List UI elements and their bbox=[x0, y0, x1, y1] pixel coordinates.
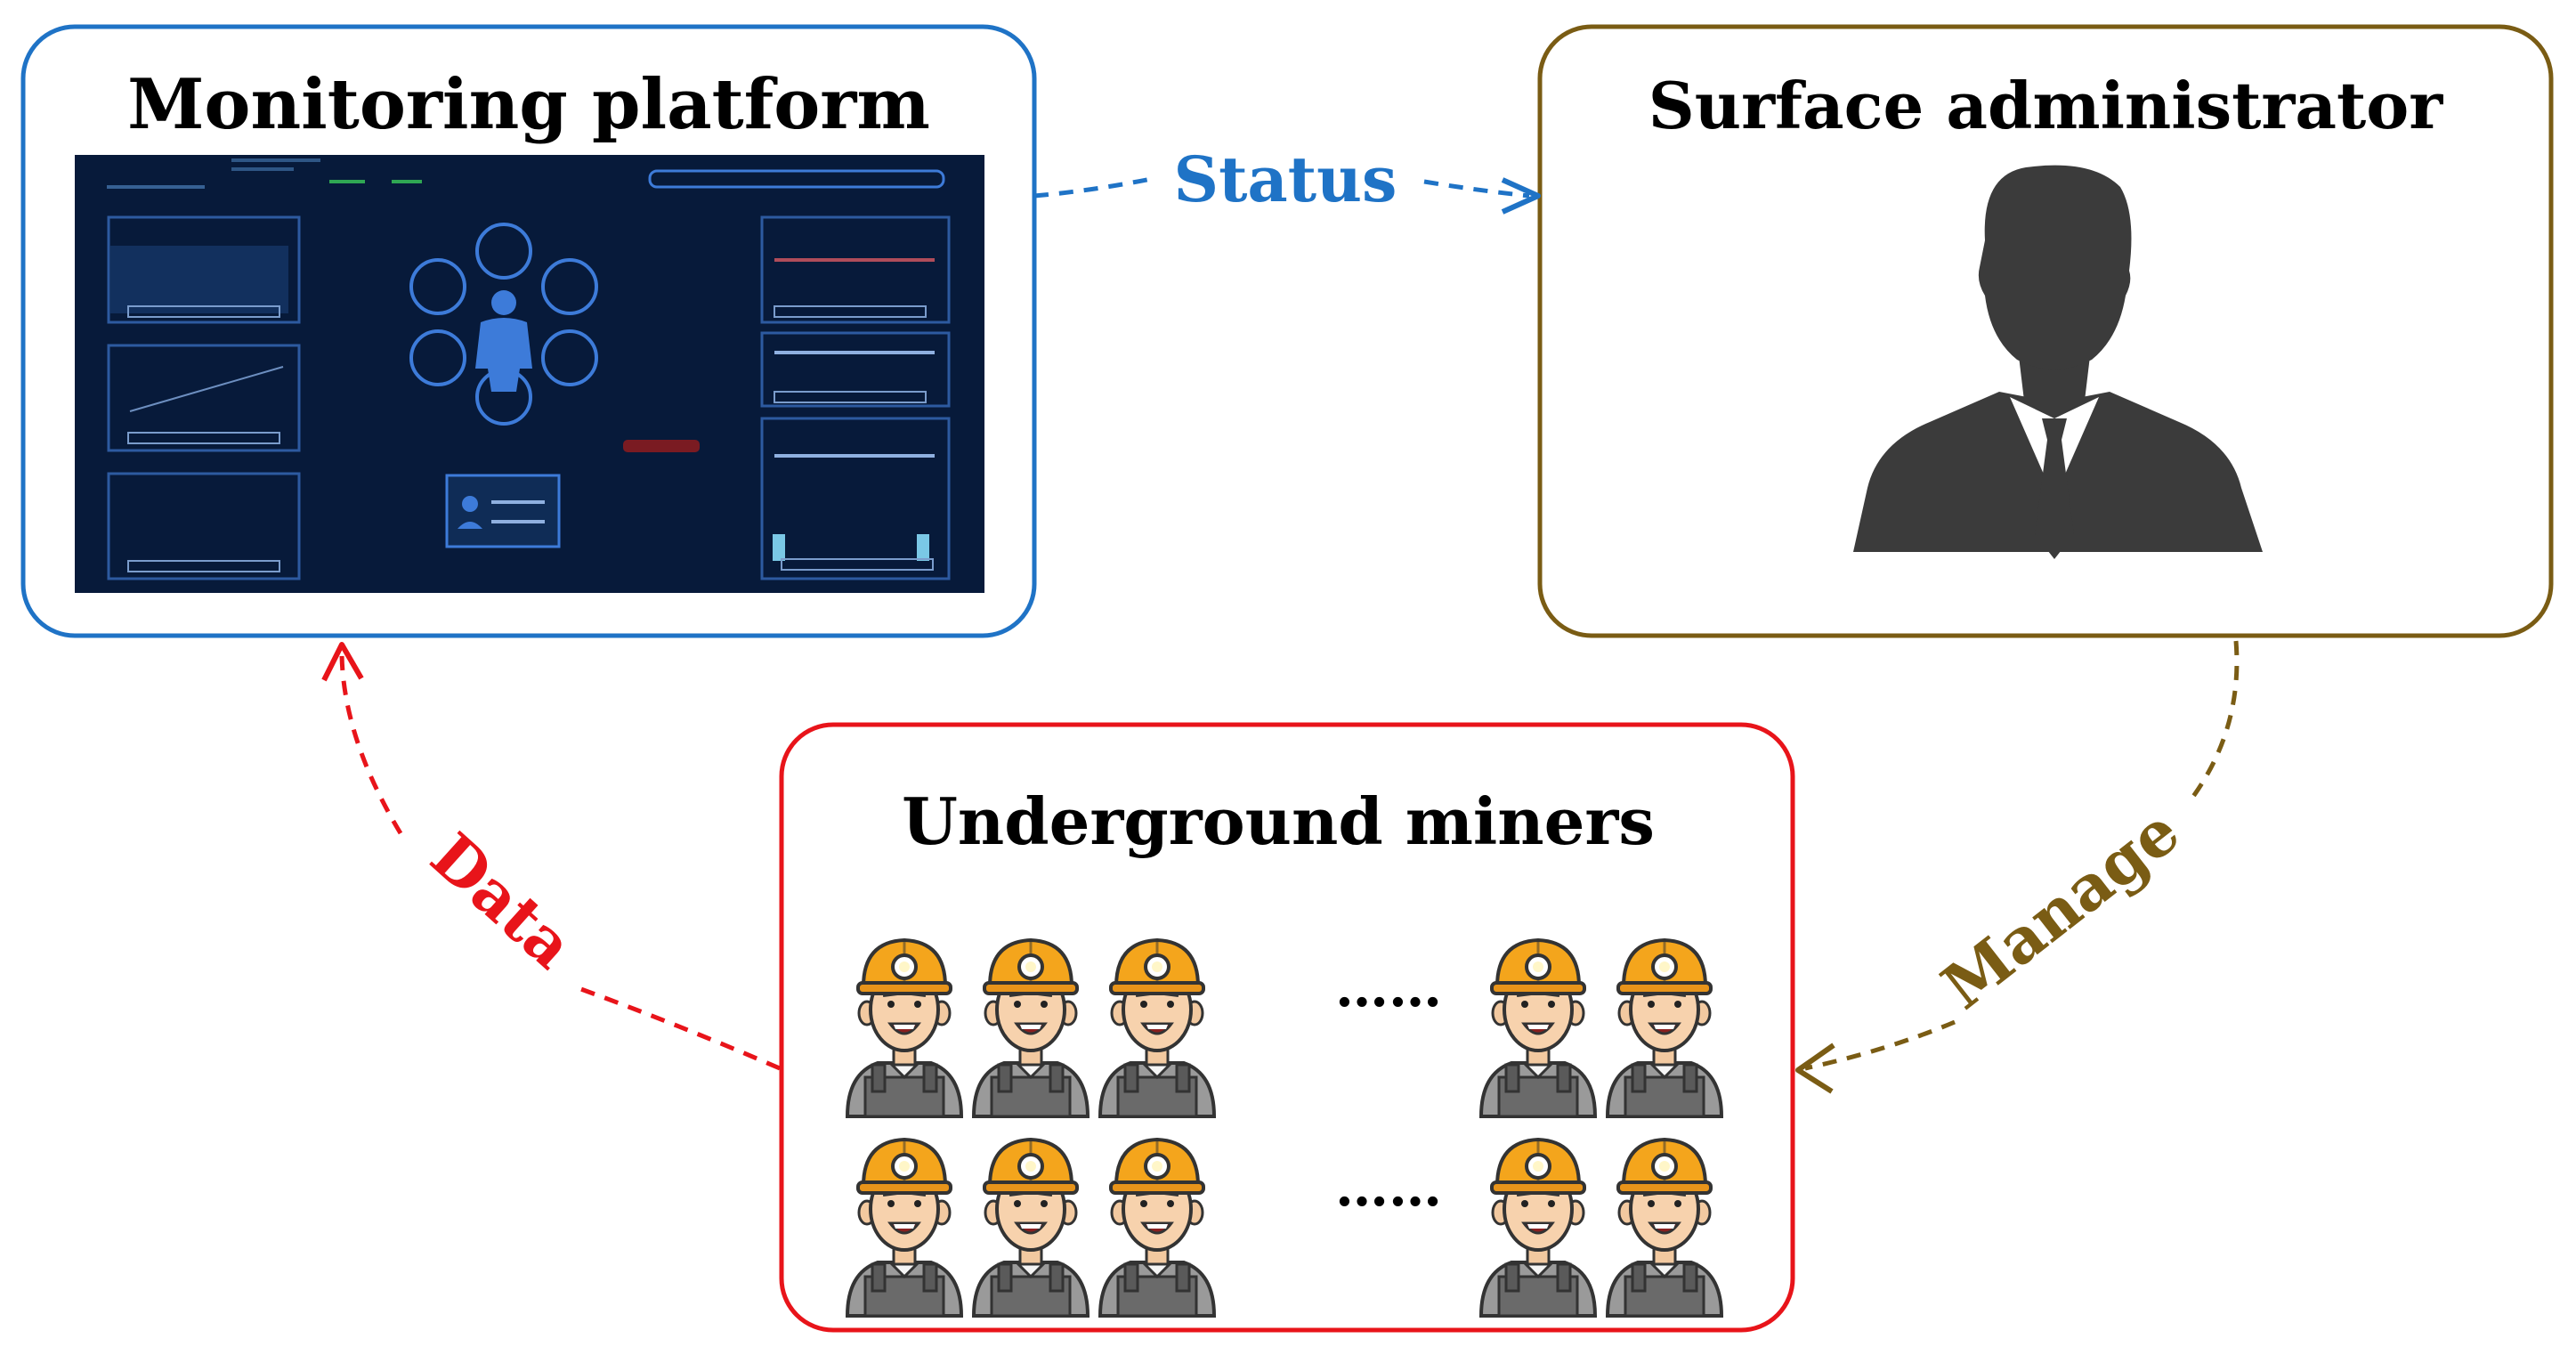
manage-arrowhead-icon bbox=[1795, 1043, 1835, 1094]
miner-row-1: …… bbox=[846, 938, 1723, 1118]
data-label: Data bbox=[417, 818, 587, 983]
status-arrowhead-icon bbox=[1501, 177, 1541, 215]
businessman-silhouette-icon bbox=[1853, 165, 2263, 559]
miner-ellipsis: …… bbox=[1335, 1156, 1442, 1219]
surface-administrator-title: Surface administrator bbox=[1648, 68, 2444, 143]
status-label: Status bbox=[1174, 142, 1397, 216]
dashboard-screenshot bbox=[75, 155, 984, 593]
manage-arrow-line bbox=[1804, 1019, 1956, 1071]
status-edge: Status bbox=[1033, 142, 1541, 216]
manage-arrow-line bbox=[2187, 640, 2240, 803]
underground-miners-node: Underground miners …… …… bbox=[779, 722, 1795, 1333]
status-arrow-line bbox=[1033, 175, 1156, 199]
underground-miners-title: Underground miners bbox=[902, 783, 1655, 859]
surface-administrator-node: Surface administrator bbox=[1537, 24, 2554, 638]
monitoring-platform-title: Monitoring platform bbox=[127, 64, 930, 145]
data-arrowhead-icon bbox=[321, 642, 364, 682]
data-arrow-line bbox=[578, 986, 781, 1071]
data-arrow-line bbox=[339, 654, 403, 835]
monitoring-platform-node: Monitoring platform bbox=[20, 24, 1037, 638]
data-edge: Data bbox=[321, 642, 781, 1071]
status-arrow-line bbox=[1423, 179, 1530, 199]
manage-label: Manage bbox=[1928, 794, 2192, 1024]
miner-ellipsis: …… bbox=[1335, 957, 1442, 1019]
manage-edge: Manage bbox=[1795, 640, 2240, 1094]
miner-row-2: …… bbox=[846, 1138, 1723, 1318]
